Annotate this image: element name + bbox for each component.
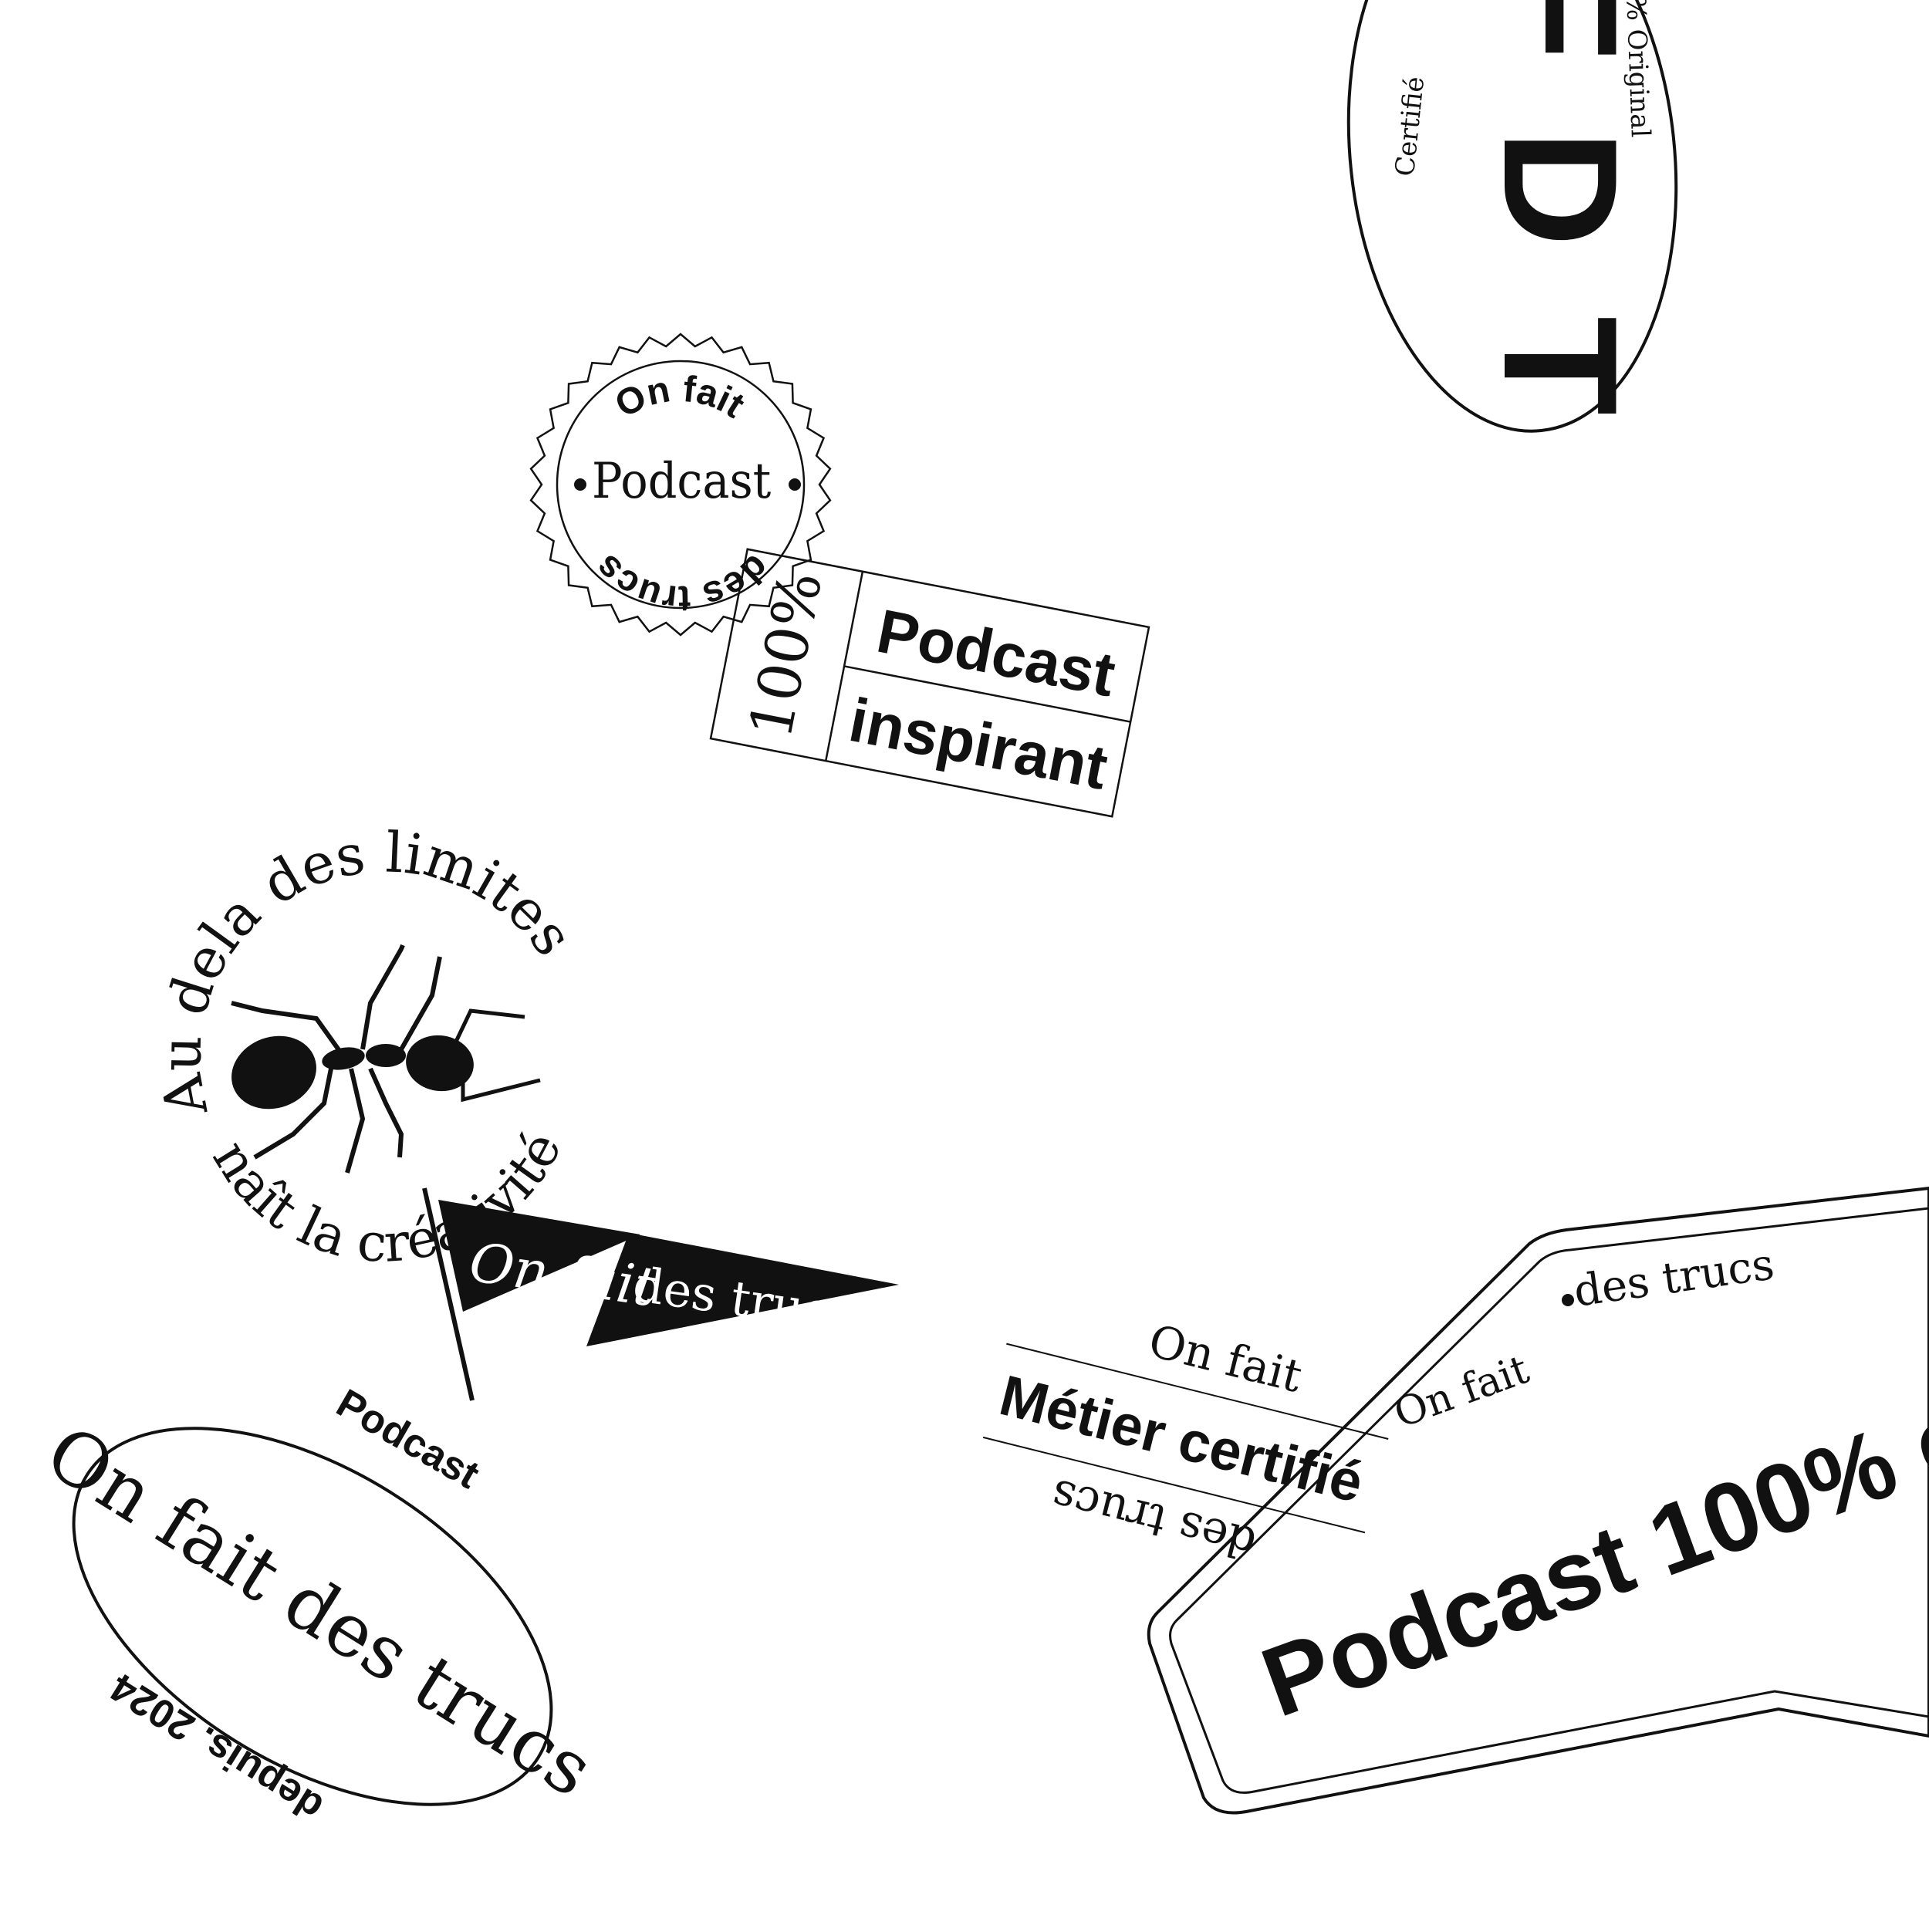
metier-bottom: des trucs <box>1046 1469 1262 1570</box>
ticket-divider-horizontal <box>843 665 1131 723</box>
tag-inner-border <box>1169 1207 1929 1794</box>
ant-stamp-sticker: Au dela des limites naît la créativité <box>148 819 586 1275</box>
oval-stamp-border <box>72 1427 553 1806</box>
ant-ring-top-text: Au dela des limites <box>148 819 586 1121</box>
oval-stamp-bottom: depuis. 2024 <box>103 1664 331 1830</box>
metier-center: Métier certifié <box>994 1363 1370 1515</box>
tag-top-right: des trucs <box>1571 1239 1777 1317</box>
seal-scalloped-border <box>529 333 832 637</box>
oval-stamp-top: Podcast <box>329 1381 486 1498</box>
tag-dot <box>1562 1294 1574 1306</box>
metier-bottom-rule <box>982 1436 1366 1534</box>
ticket-line1: Podcast <box>872 596 1120 710</box>
oval-fdt-letters: FDT <box>1470 0 1651 485</box>
ticket-line2: inspirant <box>844 685 1113 802</box>
pennant-sticker: On fait des trucs <box>422 1187 899 1401</box>
flag-icon <box>438 1200 640 1312</box>
oval-fdt-right-text: 100% Original <box>1618 0 1656 138</box>
seal-inner-ring <box>556 360 806 610</box>
ant-icon <box>231 944 541 1174</box>
pennant-back-flag <box>586 1233 899 1346</box>
metier-sticker: On fait Métier certifié des trucs <box>982 1314 1389 1570</box>
oval-fdt-left-text: Certifié <box>1390 75 1431 177</box>
seal-top-text: On fait <box>609 369 752 426</box>
seal-center-text: Podcast <box>592 452 772 510</box>
seal-right-dot <box>789 478 801 491</box>
metier-top-rule <box>1006 1343 1389 1440</box>
ticket-sticker: 100% Podcast inspirant <box>709 548 1150 818</box>
metier-top: On fait <box>1144 1314 1307 1403</box>
oval-stamp-sticker: On fait des trucs Podcast depuis. 2024 <box>32 1381 608 1830</box>
oval-stamp-center: On fait des trucs <box>32 1409 608 1814</box>
tag-outer-border <box>1147 1186 1929 1815</box>
pennant-pole <box>422 1187 475 1401</box>
tag-main: Podcast 100% créatif <box>1248 1296 1929 1738</box>
oval-fdt-border <box>1346 0 1678 433</box>
tag-sticker: On fait des trucs Podcast 100% créatif <box>1147 1186 1929 1815</box>
seal-left-dot <box>574 478 586 491</box>
oval-fdt-sticker: FDT Certifié 100% Original <box>1346 0 1678 485</box>
